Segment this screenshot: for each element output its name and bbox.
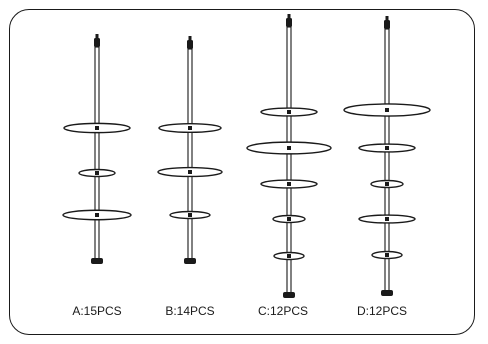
disc-hub [385, 253, 389, 257]
finial-tip [188, 36, 192, 41]
disc-hub [95, 126, 99, 130]
stand-a [62, 34, 132, 264]
disc-hub [287, 182, 291, 186]
stand-b [157, 36, 223, 264]
disc-hub [188, 213, 192, 217]
disc-hub [385, 146, 389, 150]
base-foot [381, 290, 393, 296]
center-pole [94, 46, 100, 261]
top-finial [94, 38, 100, 47]
label-stand-b: B:14PCS [165, 304, 215, 318]
disc-hub [287, 217, 291, 221]
disc-hub [385, 182, 389, 186]
top-finial [384, 20, 390, 29]
disc-hub [95, 171, 99, 175]
disc-hub [95, 213, 99, 217]
finial-tip [385, 16, 389, 21]
top-finial [187, 40, 193, 49]
disc-hub [385, 108, 389, 112]
disc-hub [287, 254, 291, 258]
base-foot [184, 258, 196, 264]
finial-tip [287, 14, 291, 19]
label-stand-d: D:12PCS [356, 304, 408, 318]
disc-hub [287, 110, 291, 114]
stand-c [246, 14, 332, 298]
disc-hub [385, 217, 389, 221]
disc-hub [188, 126, 192, 130]
finial-tip [95, 34, 99, 39]
disc-hub [188, 170, 192, 174]
center-pole [187, 48, 193, 261]
label-stand-c: C:12PCS [257, 304, 309, 318]
disc-hub [287, 146, 291, 150]
base-foot [283, 292, 295, 298]
label-stand-a: A:15PCS [72, 304, 122, 318]
stand-d [343, 16, 431, 296]
top-finial [286, 18, 292, 27]
base-foot [91, 258, 103, 264]
rounded-border-frame [9, 9, 475, 335]
